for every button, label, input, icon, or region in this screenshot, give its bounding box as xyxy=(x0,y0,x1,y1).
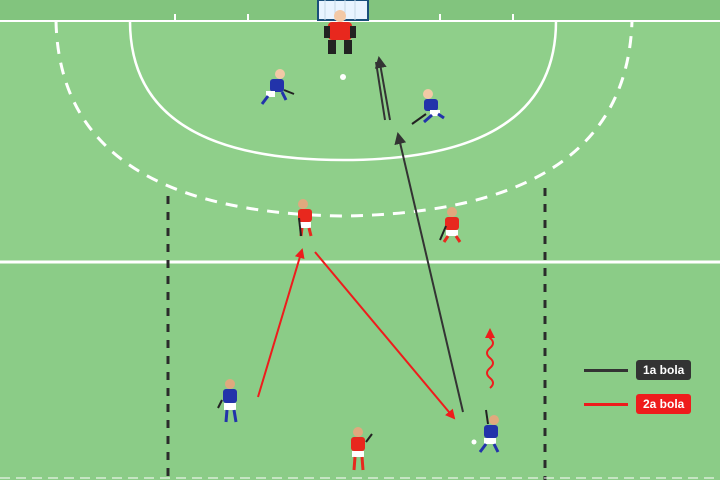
blue-player-bottom-left xyxy=(217,379,238,423)
legend-second-ball: 2a bola xyxy=(584,394,692,414)
shooting-circle xyxy=(128,20,558,162)
goalkeeper-red xyxy=(324,10,356,54)
red-player-right xyxy=(439,207,462,243)
red-player-bottom xyxy=(351,427,373,471)
second-ball-pass-down-arrow xyxy=(314,251,456,420)
legend-first-ball: 1a bola xyxy=(584,360,692,380)
blue-player-defender-left xyxy=(260,69,295,105)
back-line-ticks xyxy=(174,14,514,22)
second-ball-pass-up-arrow xyxy=(257,248,305,398)
legend-second-ball-line xyxy=(584,402,628,406)
blue-player-defender-right xyxy=(411,89,445,125)
first-ball-pass-arrow xyxy=(374,56,464,413)
blue-player-bottom-right xyxy=(471,409,500,453)
legend-first-ball-line xyxy=(584,368,628,372)
dashed-outer-circle xyxy=(54,20,634,218)
dribble-arrow xyxy=(485,328,495,389)
penalty-spot xyxy=(340,74,346,80)
red-player-center xyxy=(298,199,313,237)
legend-first-ball-label: 1a bola xyxy=(636,360,692,380)
legend-second-ball-label: 2a bola xyxy=(636,394,692,414)
